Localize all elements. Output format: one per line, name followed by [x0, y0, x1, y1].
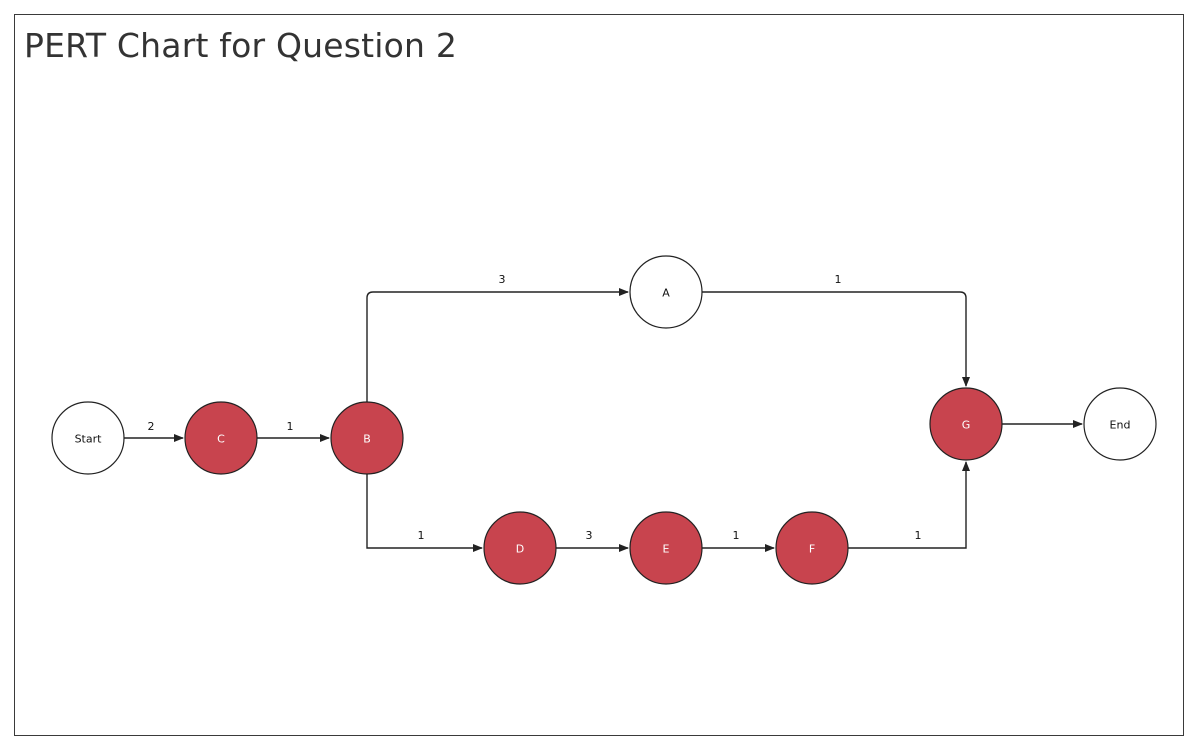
edge-line — [702, 291, 970, 387]
edges-layer: 2 1 3 1 1 3 1 1 — [124, 273, 1083, 552]
edge-duration-label: 1 — [915, 529, 922, 542]
edge-duration-label: 1 — [287, 420, 294, 433]
edge-d-e: 3 — [556, 529, 629, 552]
critical-node-circle — [775, 511, 849, 585]
edge-duration-label: 3 — [586, 529, 593, 542]
node-label: A — [662, 287, 670, 300]
edge-a-g: 1 — [702, 273, 970, 387]
nodes-layer: Start C B A D E F G End — [51, 255, 1157, 585]
diagram-frame — [14, 14, 1184, 736]
node-f: F — [775, 511, 849, 585]
node-label: End — [1110, 419, 1131, 432]
edge-duration-label: 1 — [835, 273, 842, 286]
node-label: B — [363, 433, 371, 446]
critical-node-circle — [483, 511, 557, 585]
edge-b-d: 1 — [366, 474, 483, 552]
node-label: E — [663, 543, 670, 556]
edge-line — [366, 474, 483, 552]
node-c: C — [184, 401, 258, 475]
node-a: A — [629, 255, 703, 329]
edge-line — [848, 461, 970, 549]
edge-b-a: 3 — [366, 273, 629, 402]
edge-f-g: 1 — [848, 461, 970, 549]
critical-node-circle — [929, 387, 1003, 461]
edge-c-b: 1 — [257, 420, 330, 442]
critical-node-circle — [330, 401, 404, 475]
critical-node-circle — [184, 401, 258, 475]
node-circle — [629, 255, 703, 329]
node-label: C — [217, 433, 225, 446]
node-label: G — [962, 419, 971, 432]
node-label: Start — [75, 433, 103, 446]
node-d: D — [483, 511, 557, 585]
edge-duration-label: 3 — [499, 273, 506, 286]
edge-line — [366, 288, 629, 402]
node-e: E — [629, 511, 703, 585]
node-b: B — [330, 401, 404, 475]
node-g: G — [929, 387, 1003, 461]
edge-duration-label: 1 — [418, 529, 425, 542]
node-end: End — [1083, 387, 1157, 461]
edge-e-f: 1 — [702, 529, 775, 552]
edge-duration-label: 1 — [733, 529, 740, 542]
node-circle — [1083, 387, 1157, 461]
node-circle — [51, 401, 125, 475]
edge-start-c: 2 — [124, 420, 184, 442]
node-start: Start — [51, 401, 125, 475]
node-label: F — [809, 543, 815, 556]
critical-node-circle — [629, 511, 703, 585]
edge-duration-label: 2 — [148, 420, 155, 433]
page-title: PERT Chart for Question 2 — [24, 26, 458, 65]
node-label: D — [516, 543, 524, 556]
